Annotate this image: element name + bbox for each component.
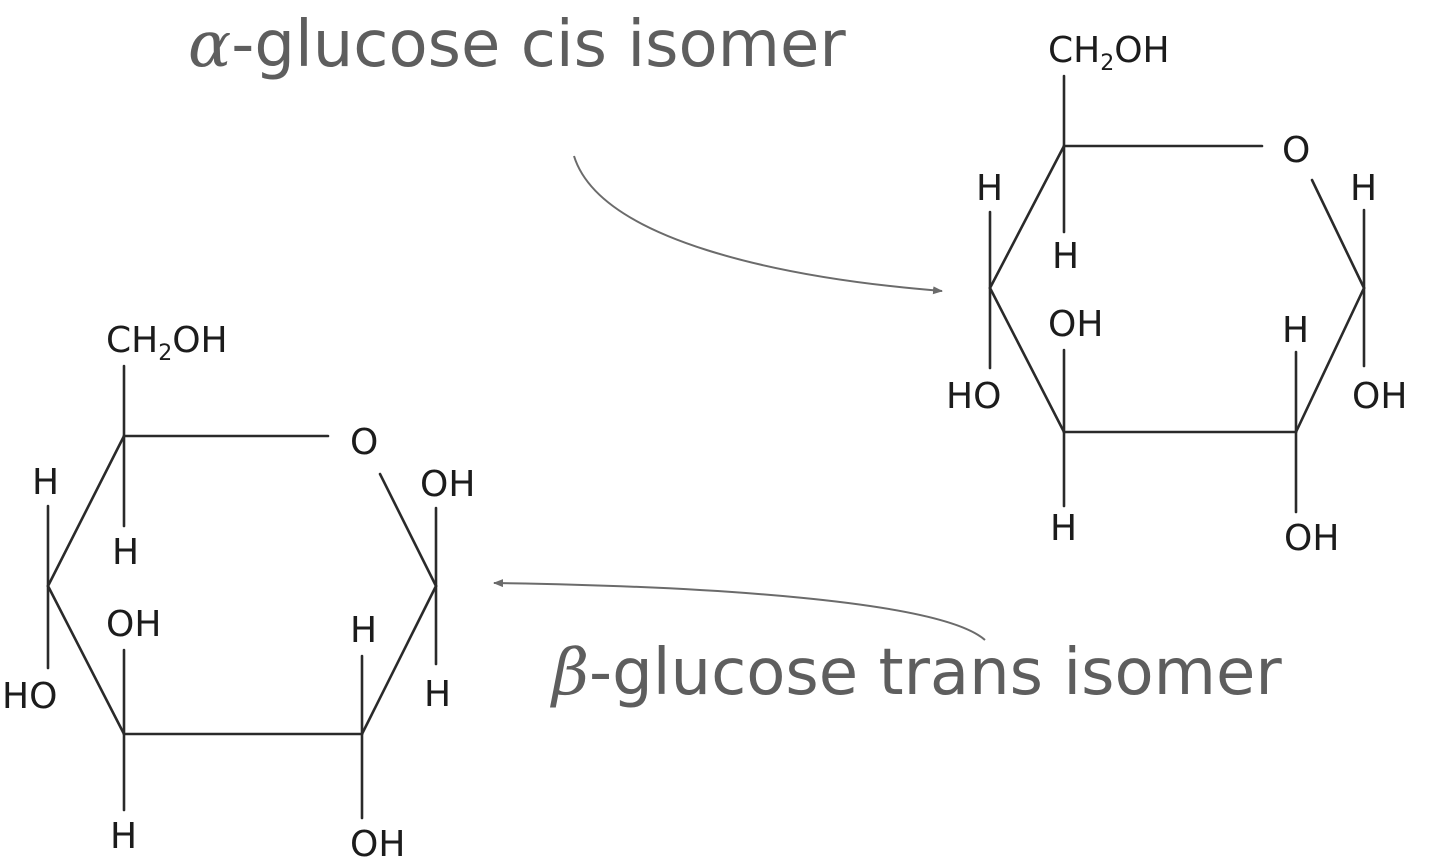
beta-bond-c3-c4 xyxy=(46,584,126,736)
beta-c3-h: H xyxy=(110,816,137,857)
beta-caption-arrow xyxy=(493,579,986,641)
alpha-ring-oxygen: O xyxy=(1282,130,1310,171)
alpha-c2-oh: OH xyxy=(1284,518,1339,559)
beta-glucose-caption: β-glucose trans isomer xyxy=(550,636,1282,710)
beta-c4-h-up: H xyxy=(32,462,59,503)
beta-bond-c4-c5 xyxy=(46,434,126,588)
beta-c2-oh: OH xyxy=(350,824,405,861)
beta-bond-c1-c2 xyxy=(360,584,438,736)
alpha-c1-oh: OH xyxy=(1352,376,1407,417)
beta-symbol: β xyxy=(550,636,589,710)
alpha-ch2oh-label: CH2OH xyxy=(1048,30,1170,76)
beta-ring-oxygen: O xyxy=(350,422,378,463)
beta-c1-h: H xyxy=(424,674,451,715)
beta-c5-h-down: H xyxy=(112,532,139,573)
alpha-caption-text: -glucose cis isomer xyxy=(231,8,846,82)
alpha-c3-oh: OH xyxy=(1048,304,1103,345)
alpha-c4-h-up: H xyxy=(976,168,1003,209)
alpha-symbol: α xyxy=(188,8,231,82)
alpha-glucose-structure: CH2OH O H H H OH HO H H OH OH xyxy=(946,30,1407,559)
alpha-bond-c4-c5 xyxy=(988,144,1066,290)
alpha-bond-o-c1 xyxy=(1310,178,1366,290)
beta-glucose-structure: CH2OH O H H OH OH HO H H H OH xyxy=(2,320,475,861)
beta-caption-text: -glucose trans isomer xyxy=(589,636,1282,710)
alpha-c4-ho: HO xyxy=(946,376,1001,417)
alpha-c3-h: H xyxy=(1050,508,1077,549)
beta-c3-oh: OH xyxy=(106,604,161,645)
alpha-c1-h: H xyxy=(1350,168,1377,209)
beta-ch2oh-label: CH2OH xyxy=(106,320,228,366)
alpha-bond-c1-c2 xyxy=(1294,286,1366,434)
alpha-glucose-caption: α-glucose cis isomer xyxy=(188,8,846,82)
beta-bond-o-c1 xyxy=(378,472,438,588)
alpha-c2-h: H xyxy=(1282,310,1309,351)
beta-c2-h: H xyxy=(350,610,377,651)
alpha-caption-arrow xyxy=(573,155,943,295)
alpha-c5-h-down: H xyxy=(1052,236,1079,277)
alpha-bond-c3-c4 xyxy=(988,286,1066,434)
beta-c1-oh: OH xyxy=(420,464,475,505)
beta-c4-ho: HO xyxy=(2,676,57,717)
